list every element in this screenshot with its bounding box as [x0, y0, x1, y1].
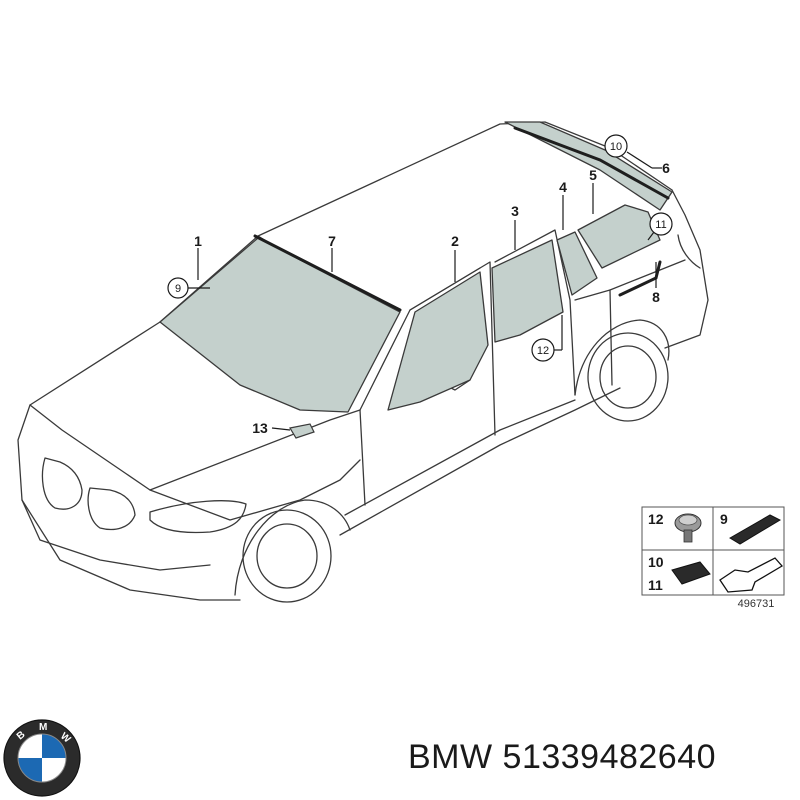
callout-3: 3	[511, 203, 519, 219]
sensor-13	[289, 423, 315, 439]
adhesive-pad-icon	[671, 561, 711, 585]
callout-labels: 1 2 3 4 5 6 7 8 13	[194, 160, 670, 436]
callout-7: 7	[328, 233, 336, 249]
reference-number: 496731	[738, 598, 775, 610]
circled-callout-9: 9	[175, 283, 181, 295]
rear-door-window	[491, 239, 564, 343]
front-door-window	[387, 271, 489, 411]
circled-callout-10: 10	[610, 141, 622, 153]
circled-callout-12: 12	[537, 345, 549, 357]
callout-4: 4	[559, 179, 567, 195]
rear-door-quarter-window	[556, 231, 598, 296]
circled-callouts: 9 10 11 12	[167, 134, 673, 362]
callout-5: 5	[589, 167, 597, 183]
circled-callout-11: 11	[655, 219, 666, 231]
leader-lines	[188, 151, 662, 431]
callout-2: 2	[451, 233, 459, 249]
table-cell-12-label: 12	[648, 511, 664, 527]
table-cell-9-label: 9	[720, 511, 728, 527]
rear-window-strip	[504, 121, 673, 211]
callout-1: 1	[194, 233, 202, 249]
table-cell-10-label: 10	[648, 554, 664, 570]
windshield	[159, 237, 401, 413]
bmw-logo: B M W	[3, 719, 81, 797]
part-number-text: BMW 51339482640	[408, 738, 717, 776]
car-body-outline	[17, 121, 709, 603]
callout-8: 8	[652, 289, 660, 305]
side-quarter-window	[577, 204, 661, 269]
foam-strip-icon	[729, 514, 782, 545]
callout-13: 13	[252, 420, 268, 436]
windshield-seal	[253, 234, 402, 312]
small-parts-table: 12 9 10 11 496731	[641, 506, 785, 610]
table-cell-11-label: 11	[648, 577, 663, 593]
arrow-pad-icon	[719, 557, 784, 593]
screw-icon	[674, 513, 702, 543]
callout-6: 6	[662, 160, 670, 176]
svg-text:M: M	[39, 722, 47, 733]
